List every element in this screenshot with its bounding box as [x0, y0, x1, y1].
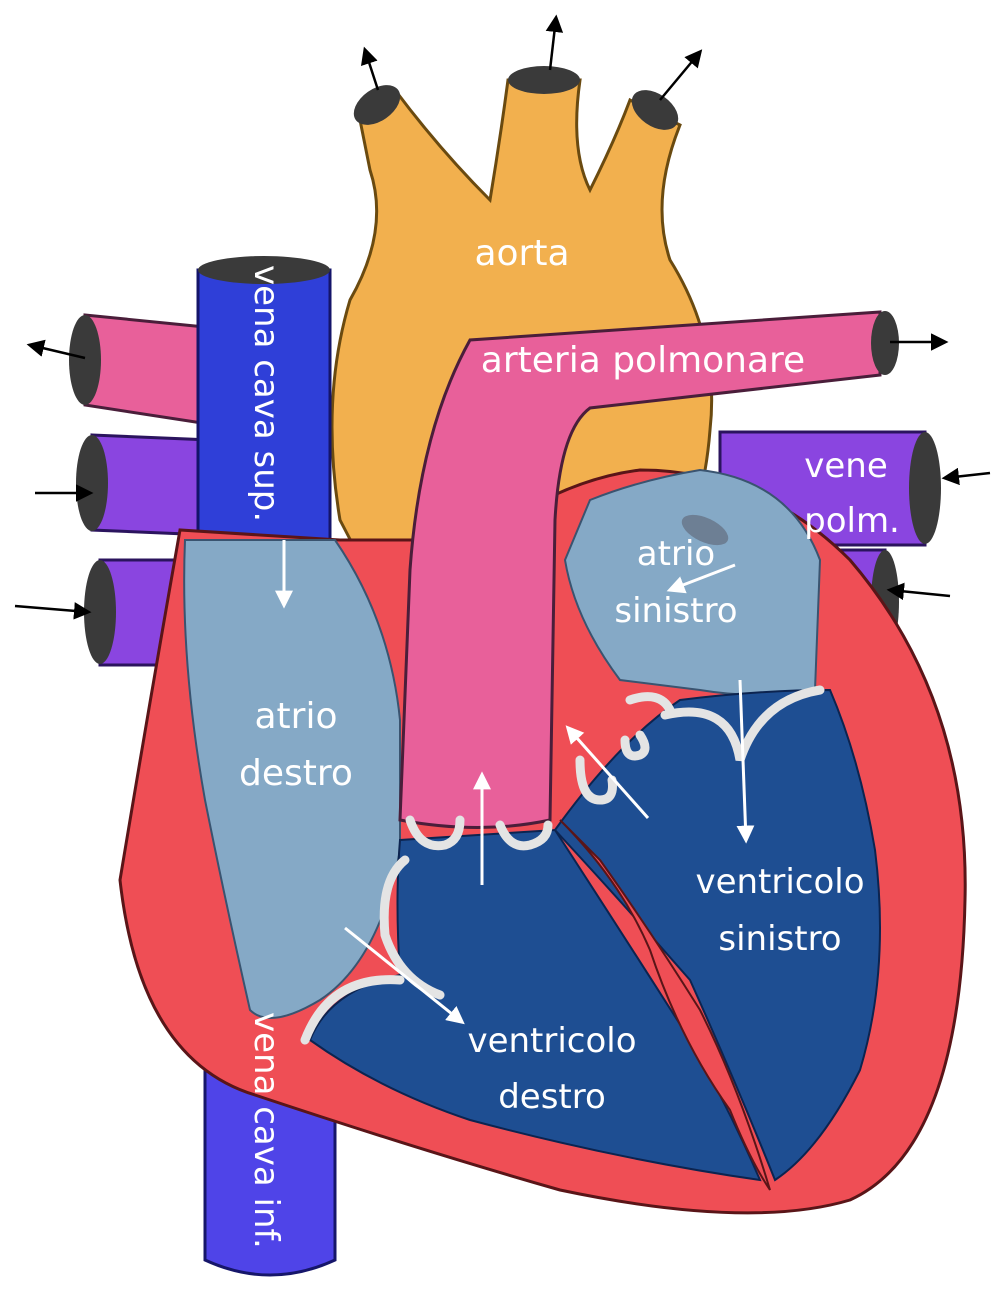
label-aorta: aorta: [474, 233, 569, 274]
label-superior-vena-cava: vena cava sup.: [246, 265, 286, 522]
label-left-atrium-line2: sinistro: [614, 591, 737, 631]
label-left-ventricle-line1: ventricolo: [695, 862, 864, 902]
label-pulmonary-veins-line2: polm.: [804, 501, 900, 541]
right-pulmonary-artery-branch: [69, 315, 215, 425]
label-left-ventricle-line2: sinistro: [718, 919, 841, 959]
label-right-atrium-line2: destro: [239, 753, 353, 794]
label-left-atrium-line1: atrio: [637, 534, 715, 574]
label-pulmonary-veins-line1: vene: [804, 446, 888, 486]
label-inferior-vena-cava: vena cava inf.: [246, 1012, 286, 1249]
label-pulmonary-artery: arteria polmonare: [481, 340, 805, 381]
label-right-atrium-line1: atrio: [254, 696, 337, 737]
label-right-ventricle-line2: destro: [498, 1077, 606, 1117]
label-right-ventricle-line1: ventricolo: [467, 1021, 636, 1061]
